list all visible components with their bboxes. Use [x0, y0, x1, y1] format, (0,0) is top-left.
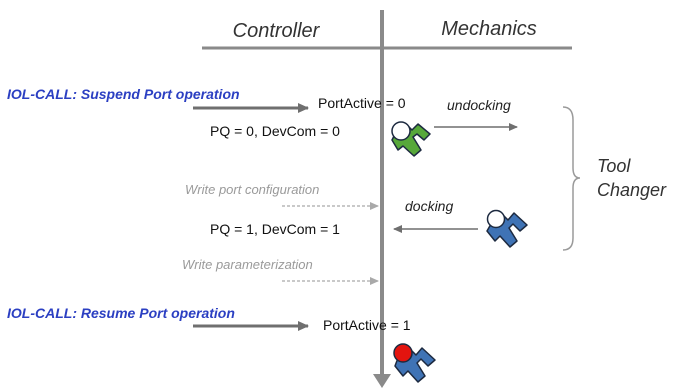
port-active-1-label: PortActive = 1: [323, 317, 411, 333]
gripper-green-icon: [391, 121, 431, 157]
timeline-arrowhead: [373, 374, 391, 388]
resume-call-label: IOL-CALL: Resume Port operation: [7, 305, 235, 321]
suspend-call-label: IOL-CALL: Suspend Port operation: [7, 86, 240, 102]
gripper-blue-icon: [486, 209, 528, 248]
pq-devcom-0-label: PQ = 0, DevCom = 0: [210, 123, 340, 139]
controller-column-header: Controller: [233, 20, 321, 42]
docking-label: docking: [405, 198, 453, 214]
write-port-config-label: Write port configuration: [185, 182, 319, 197]
tool-changer-brace: [562, 106, 581, 251]
pq-devcom-1-label: PQ = 1, DevCom = 1: [210, 221, 340, 237]
tool-changer-label-line1: Tool: [597, 156, 631, 176]
write-parameterization-label: Write parameterization: [182, 257, 313, 272]
tool-changer-label-line2: Changer: [597, 180, 667, 200]
undocking-label: undocking: [447, 97, 511, 113]
mechanics-column-header: Mechanics: [441, 18, 537, 40]
port-active-0-label: PortActive = 0: [318, 95, 406, 111]
gripper-blue-red-icon: [393, 343, 436, 383]
